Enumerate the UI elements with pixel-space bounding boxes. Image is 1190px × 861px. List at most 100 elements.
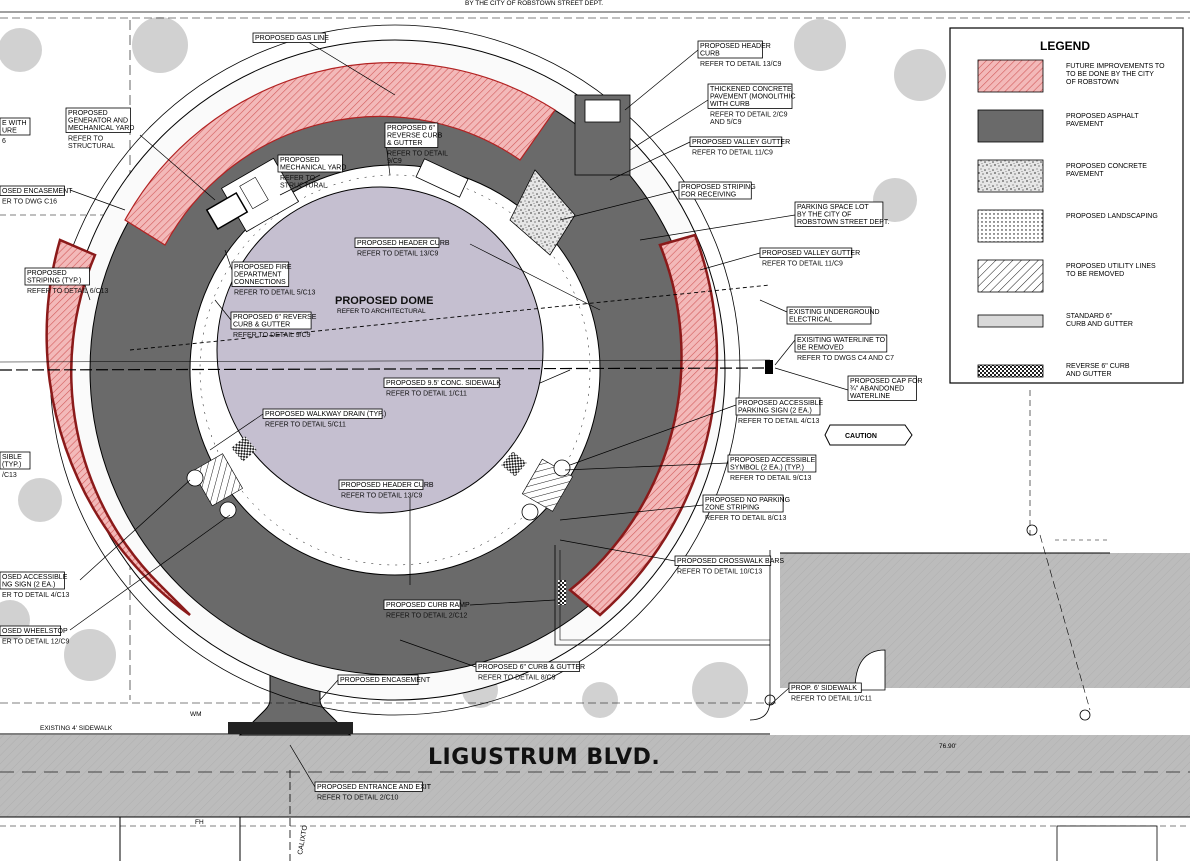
dome-title: PROPOSED DOME: [335, 295, 433, 307]
leader-line: [759, 299, 788, 313]
callout-gas-line: PROPOSED GAS LINE: [252, 32, 396, 96]
callout-box: [759, 247, 853, 258]
callout-encasement-left: OSED ENCASEMENT ER TO DWG C16: [0, 185, 126, 211]
cross-street: CALIXTO: [297, 824, 309, 855]
callout-text: PROP. 6' SIDEWALK: [791, 685, 857, 692]
leader-line: [399, 639, 477, 668]
callout-box: [252, 32, 326, 43]
legend-swatch-dark-gray: [977, 109, 1044, 143]
callout-walkway-drain: PROPOSED WALKWAY DRAIN (TYP.)REFER TO DE…: [209, 408, 386, 451]
leader-line: [559, 189, 680, 221]
callout-ref: 6: [2, 138, 6, 145]
future-arc-right: [568, 233, 719, 617]
callout-text: OSED WHEELSTOP: [2, 628, 68, 635]
leader-line: [214, 299, 232, 321]
callout-box: [383, 377, 500, 388]
callout-sidewalk-6: PROP. 6' SIDEWALK REFER TO DETAIL 1/C11: [769, 682, 872, 706]
callout-ref: REFER TO DETAIL 13/C9: [700, 61, 782, 68]
callout-box: [702, 494, 784, 513]
leader-line: [279, 174, 321, 196]
encasement-bar: [228, 722, 353, 734]
callout-ref: REFER TO DETAIL 8/C9: [478, 675, 556, 682]
callout-box: [230, 311, 312, 330]
callout-box: [65, 107, 131, 133]
waterline-to-remove: [0, 284, 773, 374]
leader-line: [469, 243, 601, 311]
street-name: LIGUSTRUM BLVD.: [428, 745, 660, 770]
callout-text: PROPOSED CROSSWALK BARS: [677, 558, 784, 565]
callout-ref: REFER TO DETAIL 11/C9: [692, 150, 773, 157]
leader-line: [539, 369, 571, 384]
callout-box: [354, 237, 440, 248]
elevation-label: 76.90': [939, 743, 957, 750]
callout-box: [384, 122, 439, 148]
leader-line: [559, 504, 704, 521]
callout-ref: ER TO DWG C16: [2, 199, 57, 206]
callout-box: [262, 408, 383, 419]
water-marker: WM: [190, 711, 202, 718]
leader-line: [774, 367, 849, 391]
callout-box: [0, 185, 65, 196]
top-note: BY THE CITY OF ROBSTOWN STREET DEPT.: [465, 0, 603, 7]
callout-ref: REFER TO DETAIL 1/C11: [791, 696, 872, 703]
leader-line: [84, 284, 91, 301]
leader-line: [769, 687, 790, 706]
leader-line: [299, 36, 396, 96]
callout-ref: REFER TO DETAIL 13/C9: [357, 251, 439, 258]
legend-title: LEGEND: [1040, 39, 1090, 53]
callout-box: [314, 781, 423, 792]
leader-line: [209, 413, 264, 451]
callout-box: [337, 674, 419, 685]
callout-ref: REFER TO DETAIL 5/C13: [234, 290, 316, 297]
callout-ref: ER TO DETAIL 12/C9: [2, 639, 70, 646]
callout-ref: REFER TO DETAIL 8/C13: [705, 515, 787, 522]
callout-text: PROPOSED ENTRANCE AND EXIT: [317, 784, 432, 791]
callout-ref: REFER TO DWGS C4 AND C7: [797, 355, 894, 362]
callout-left-edge-2: SIBLE(TYP.)/C13: [0, 451, 31, 479]
leader-line: [629, 99, 709, 151]
mechanical-yard: [205, 157, 469, 233]
callout-ref: /C13: [2, 472, 17, 479]
callout-ref: REFER TO DETAIL 2/C12: [386, 613, 468, 620]
site-circle: [45, 24, 741, 716]
callout-box: [231, 261, 290, 287]
legend-item: STANDARD 6"CURB AND GUTTER: [977, 313, 1133, 328]
callout-box: [338, 479, 424, 490]
callout-text: PROPOSED HEADER CURB: [357, 240, 450, 247]
legend-item: PROPOSED LANDSCAPING: [977, 209, 1158, 243]
callout-ref: REFER TO DETAIL 10/C13: [677, 569, 762, 576]
leader-line: [79, 479, 191, 581]
leader-line: [69, 189, 126, 211]
callout-text: OSED ENCASEMENT: [2, 188, 73, 195]
leader-line: [559, 539, 676, 562]
caution-text: CAUTION: [845, 433, 877, 440]
legend-swatch-diag-hatch: [977, 259, 1044, 293]
leader-line: [699, 252, 761, 271]
